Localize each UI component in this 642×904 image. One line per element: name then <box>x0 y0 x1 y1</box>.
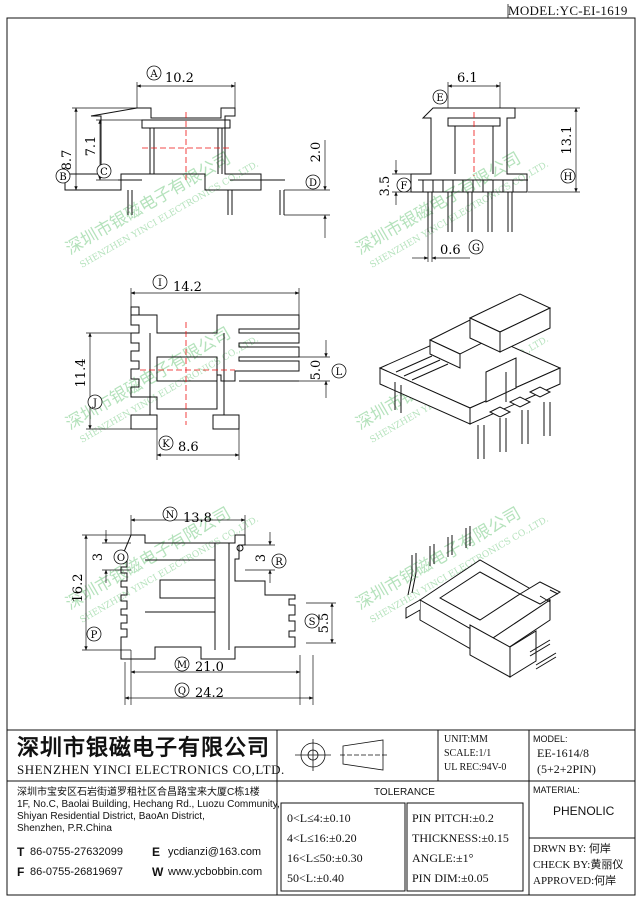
title-block-lines <box>7 729 635 895</box>
web-value: www.ycbobbin.com <box>168 866 263 878</box>
dim-letter-o: O <box>117 553 125 564</box>
dim-value-s: 5.5 <box>317 613 332 634</box>
model-heading: MODEL: <box>533 734 568 744</box>
check-by: CHECK BY:黄丽仪 <box>533 859 624 871</box>
dim-letter-k: K <box>162 439 170 450</box>
address-en-3: Shenzhen, P.R.China <box>17 823 112 834</box>
dim-letter-q: Q <box>178 686 186 697</box>
tolerance-row-right-3: ANGLE:±1° <box>412 851 474 865</box>
ul-rec-text: UL REC:94V-0 <box>444 762 507 773</box>
dim-value-n: 13.8 <box>183 511 212 526</box>
material-value: PHENOLIC <box>553 804 615 818</box>
dim-value-j: 11.4 <box>74 359 89 388</box>
dim-value-d: 2.0 <box>309 142 324 163</box>
email-label: E <box>152 845 161 859</box>
bottom-view <box>120 534 296 660</box>
tolerance-heading: TOLERANCE <box>374 787 435 798</box>
top-view-dims <box>86 288 330 460</box>
dim-letter-m: M <box>177 660 187 671</box>
model-pins: (5+2+2PIN) <box>537 762 596 776</box>
dim-letter-j: J <box>92 398 97 409</box>
tolerance-row-right-4: PIN DIM:±0.05 <box>412 871 489 885</box>
iso-view-top <box>378 293 562 425</box>
dim-letter-i: I <box>158 278 162 289</box>
dim-value-c: 7.1 <box>84 136 99 157</box>
approved-by: APPROVED:何岸 <box>533 875 617 887</box>
dim-letter-f: F <box>401 181 408 192</box>
fax-label: F <box>17 865 25 879</box>
dim-letter-l: L <box>336 367 343 378</box>
iso-view-bottom-pins <box>407 526 559 670</box>
dim-value-e: 6.1 <box>457 71 478 86</box>
side-view <box>410 107 528 232</box>
address-en-1: 1F, No.C, Baolai Building, Hechang Rd., … <box>17 799 280 810</box>
tolerance-row-left-4: 50<L:±0.40 <box>287 871 345 885</box>
dim-value-b: 8.7 <box>60 150 75 171</box>
dim-letter-n: N <box>166 510 175 521</box>
dim-value-m: 21.0 <box>195 660 224 675</box>
scale-text: SCALE:1/1 <box>444 748 492 759</box>
dim-letter-s: S <box>309 617 316 628</box>
dim-letter-h: H <box>564 172 573 183</box>
dim-letter-a: A <box>149 69 158 80</box>
address-cn: 深圳市宝安区石岩街道罗租社区合昌路宝来大厦C栋1楼 <box>17 787 260 798</box>
dim-letter-p: P <box>91 630 98 641</box>
model-value: EE-1614/8 <box>537 746 589 760</box>
dim-letter-e: E <box>436 93 443 104</box>
dim-value-r: 3 <box>254 554 269 562</box>
material-heading: MATERIAL: <box>533 785 580 795</box>
front-view-dim-labels: A 10.2 B 8.7 C 7.1 D 2.0 <box>55 65 324 190</box>
company-name-cn: 深圳市银磁电子有限公司 <box>17 735 271 760</box>
side-view-dims <box>392 82 580 262</box>
dim-letter-r: R <box>275 557 283 568</box>
bottom-view-dims <box>82 515 336 705</box>
tolerance-row-right-1: PIN PITCH:±0.2 <box>412 811 494 825</box>
dim-value-l: 5.0 <box>309 360 324 381</box>
dim-value-p: 16.2 <box>71 574 86 603</box>
drawn-by: DRWN BY: 何岸 <box>533 843 611 855</box>
dim-value-f: 3.5 <box>378 176 393 197</box>
company-name-en: SHENZHEN YINCI ELECTRONICS CO,LTD. <box>17 762 285 777</box>
tolerance-row-left-3: 16<L≤50:±0.30 <box>287 851 363 865</box>
dim-value-g: 0.6 <box>440 243 461 258</box>
dim-letter-g: G <box>472 243 480 254</box>
web-label: W <box>152 865 164 879</box>
dim-value-k: 8.6 <box>178 440 199 455</box>
fax-value: 86-0755-26819697 <box>30 866 123 878</box>
top-view-centerlines <box>140 322 235 425</box>
iso-view-bottom <box>405 559 562 678</box>
top-view-dim-labels: I 14.2 J 11.4 K 8.6 L 5.0 <box>74 274 347 455</box>
address-en-2: Shiyan Residential District, BaoAn Distr… <box>17 811 205 822</box>
iso-view-top-pins <box>394 382 551 459</box>
tolerance-row-left-2: 4<L≤16:±0.20 <box>287 831 357 845</box>
unit-text: UNIT:MM <box>444 734 488 745</box>
dim-value-i: 14.2 <box>173 280 202 295</box>
projection-symbol-icon <box>295 739 388 771</box>
tolerance-row-left-1: 0<L≤4:±0.10 <box>287 811 351 825</box>
dim-letter-d: D <box>309 178 317 189</box>
tel-value: 86-0755-27632099 <box>30 846 123 858</box>
sheet-border <box>6 17 636 896</box>
bottom-view-dim-labels: N 13.8 O 3 P 16.2 R 3 S 5.5 M 21.0 Q 24.… <box>71 506 332 701</box>
model-label: MODEL:YC-EI-1619 <box>508 3 628 18</box>
watermark-cn: 深圳市银磁电子有限公司 <box>353 149 525 260</box>
dim-letter-c: C <box>100 167 108 178</box>
tolerance-row-right-2: THICKNESS:±0.15 <box>412 831 509 845</box>
dim-value-a: 10.2 <box>165 71 194 86</box>
dim-letter-b: B <box>59 172 66 183</box>
side-view-dim-labels: E 6.1 F 3.5 G 0.6 H 13.1 <box>378 71 576 258</box>
front-view-centerlines <box>142 112 232 180</box>
dim-value-o: 3 <box>91 553 106 561</box>
watermark-cn: 深圳市银磁电子有限公司 <box>63 149 235 260</box>
dim-value-h: 13.1 <box>560 126 575 155</box>
dim-value-q: 24.2 <box>195 686 224 701</box>
tel-label: T <box>17 845 25 859</box>
email-value: ycdianzi@163.com <box>168 846 262 858</box>
front-view <box>64 107 285 215</box>
